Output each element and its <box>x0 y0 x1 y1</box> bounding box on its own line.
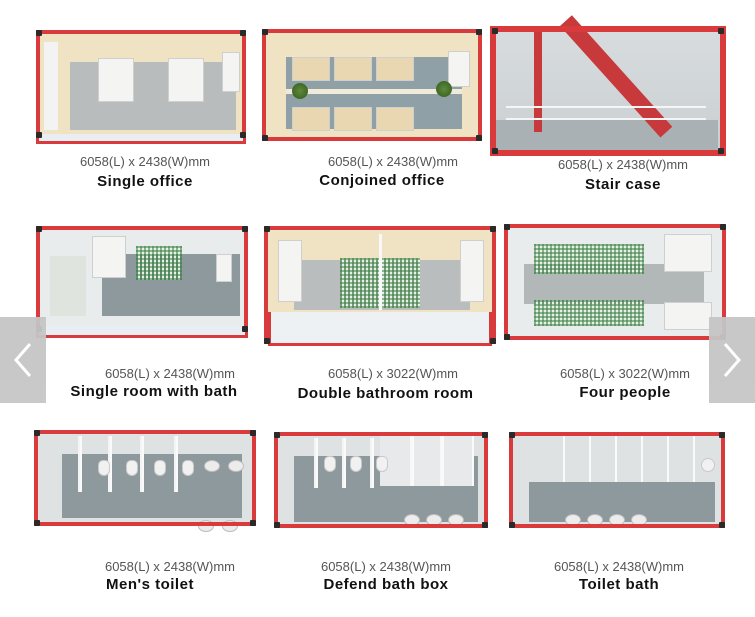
room-type-title: Stair case <box>585 176 661 193</box>
room-type-title: Defend bath box <box>323 576 449 593</box>
dimensions-label: 6058(L) x 2438(W)mm <box>553 559 685 574</box>
chevron-left-icon <box>14 343 32 377</box>
dimensions-label: 6058(L) x 3022(W)mm <box>559 366 691 381</box>
container-card-four-people[interactable]: 6058(L) x 3022(W)mm Four people <box>500 224 755 404</box>
dimensions-label: 6058(L) x 2438(W)mm <box>327 154 459 169</box>
container-image-stair-case <box>490 15 726 156</box>
room-type-title: Conjoined office <box>319 172 445 189</box>
room-type-title: Four people <box>579 384 671 401</box>
container-image-conjoined-office <box>262 29 482 141</box>
dimensions-label: 6058(L) x 2438(W)mm <box>104 366 236 381</box>
container-image-mens-toilet <box>34 430 256 532</box>
room-type-title: Toilet bath <box>578 576 660 593</box>
container-card-single-room-with-bath[interactable]: 6058(L) x 2438(W)mm Single room with bat… <box>30 224 260 404</box>
container-image-single-office <box>36 30 246 144</box>
container-card-stair-case[interactable]: 6058(L) x 2438(W)mm Stair case <box>488 15 755 196</box>
container-image-four-people <box>504 224 726 340</box>
container-image-single-room-with-bath <box>36 226 248 338</box>
dimensions-label: 6058(L) x 3022(W)mm <box>327 366 459 381</box>
container-card-toilet-bath[interactable]: 6058(L) x 2438(W)mm Toilet bath <box>505 430 755 610</box>
room-type-title: Single room with bath <box>70 383 238 400</box>
container-card-defend-bath-box[interactable]: 6058(L) x 2438(W)mm Defend bath box <box>270 430 500 610</box>
dimensions-label: 6058(L) x 2438(W)mm <box>79 154 211 169</box>
carousel-prev-button[interactable] <box>0 317 46 403</box>
room-type-title: Single office <box>97 173 193 190</box>
container-card-double-bathroom-room[interactable]: 6058(L) x 3022(W)mm Double bathroom room <box>258 224 498 404</box>
dimensions-label: 6058(L) x 2438(W)mm <box>104 559 236 574</box>
chevron-right-icon <box>723 343 741 377</box>
container-image-defend-bath-box <box>274 432 488 528</box>
room-type-title: Double bathroom room <box>297 385 474 402</box>
container-image-toilet-bath <box>509 432 725 528</box>
room-type-title: Men's toilet <box>106 576 194 593</box>
dimensions-label: 6058(L) x 2438(W)mm <box>320 559 452 574</box>
dimensions-label: 6058(L) x 2438(W)mm <box>557 157 689 172</box>
container-image-double-bathroom-room <box>264 226 496 346</box>
container-card-conjoined-office[interactable]: 6058(L) x 2438(W)mm Conjoined office <box>258 26 498 196</box>
carousel-next-button[interactable] <box>709 317 755 403</box>
container-card-single-office[interactable]: 6058(L) x 2438(W)mm Single office <box>30 26 260 196</box>
container-card-mens-toilet[interactable]: 6058(L) x 2438(W)mm Men's toilet <box>30 430 260 610</box>
